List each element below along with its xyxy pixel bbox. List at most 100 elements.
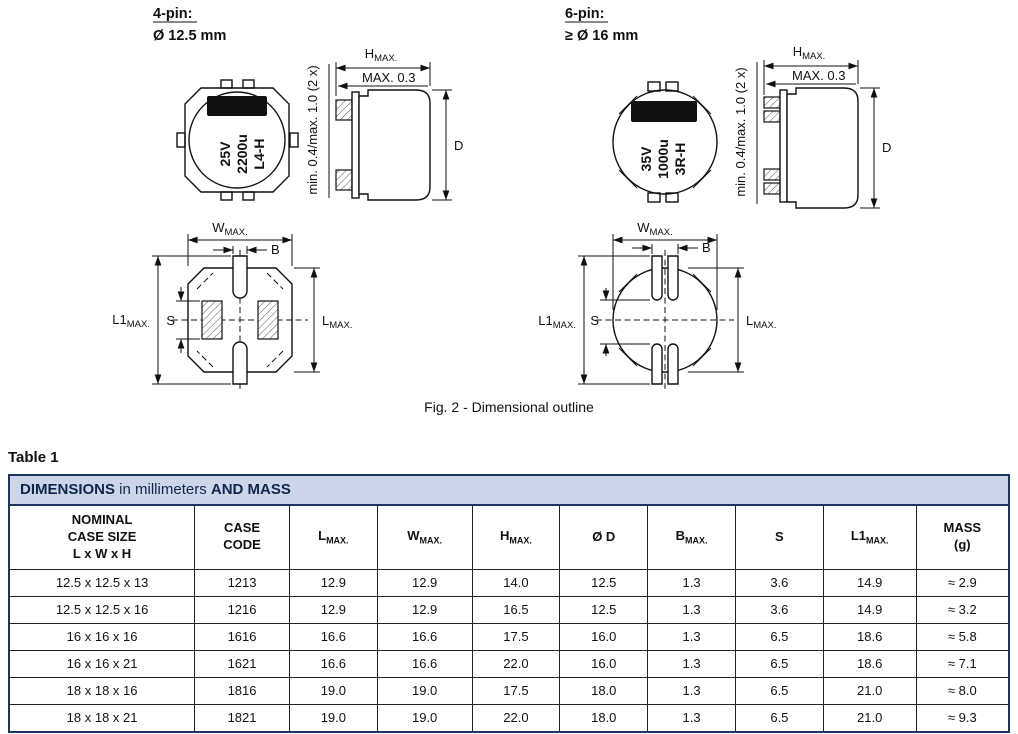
capacitor-case-outline [187,267,293,373]
l1-max-dimension: L1MAX. [112,255,231,385]
table-cell: 18 x 18 x 21 [10,703,196,732]
col-header-b-max: BMAX. [647,506,736,570]
table-cell: 19.0 [376,703,473,732]
table-cell: 16.6 [376,649,473,678]
pin-tab [647,81,661,92]
six-pin-bottom-view: WMAX. B L1MAX. [538,220,776,390]
col-header-l-max: LMAX. [288,506,378,570]
dim-label-l1-max: L1MAX. [538,313,576,331]
table-title-bold-lead: DIMENSIONS [20,481,116,498]
table-cell: 22.0 [471,649,561,678]
dim-label-h-max: HMAX. [793,44,826,62]
table-cell: 12.5 [559,595,649,624]
six-pin-side-view: HMAX. MAX. 0.3 D min. 0.4/max. 1.0 (2 x) [733,44,891,209]
table-cell: 1.3 [647,676,736,705]
table-cell: 12.9 [376,568,473,597]
pin-side [763,168,781,181]
table-cell: 12.9 [288,568,378,597]
table-cell: 1821 [194,703,290,732]
terminal-pad [201,300,223,340]
table-cell: 19.0 [376,676,473,705]
marking-text: L4-H [251,138,267,169]
pin-tab [647,192,661,203]
table-cell: ≈ 3.2 [915,595,1008,624]
table-cell: ≈ 5.8 [915,622,1008,651]
table-cell: 16.0 [559,649,649,678]
table-cell: 1.3 [647,649,736,678]
table-cell: 18 x 18 x 16 [10,676,196,705]
standoff-dimension: min. 0.4/max. 1.0 (2 x) [733,62,758,204]
six-pin-top-view: 35V 1000u 3R-H [612,81,718,203]
l1-max-dimension: L1MAX. [538,255,650,385]
h-max-dimension: HMAX. [335,46,431,96]
dim-label-w-max: WMAX. [212,220,248,238]
dimensional-outline-figure: 4-pin: Ø 12.5 mm 25V 2200u L4-H [112,6,891,415]
col-header-h-max: HMAX. [471,506,561,570]
table-cell: 3.6 [734,568,824,597]
six-pin-label: 6-pin: [565,6,604,22]
four-pin-figure: 4-pin: Ø 12.5 mm 25V 2200u L4-H [112,6,463,390]
l-max-dimension: LMAX. [294,267,352,373]
table-cell: 16.5 [471,595,561,624]
dim-label-standoff: min. 0.4/max. 1.0 (2 x) [733,67,748,196]
base-plate [351,91,360,199]
table-cell: 1216 [194,595,290,624]
table-cell: 1.3 [647,622,736,651]
table-cell: 12.5 [559,568,649,597]
four-pin-side-view: HMAX. MAX. 0.3 D min. 0.4/max. 1.0 [305,46,463,201]
pin-tab [220,79,233,89]
figure-caption: Fig. 2 - Dimensional outline [424,399,594,415]
b-dimension: B [213,242,280,257]
marking-text: 2200u [234,134,250,174]
table-cell: 19.0 [288,676,378,705]
dim-label-d: D [454,138,463,153]
d-dimension: D [432,89,463,201]
pin-side [763,96,781,109]
four-pin-bottom-view: WMAX. B L1MAX. [112,220,352,390]
dimensions-table: DIMENSIONS in millimeters AND MASS NOMIN… [8,474,1010,734]
pin-tab [242,191,255,201]
pin-bottom [667,255,679,301]
max-03-dimension: MAX. 0.3 [338,70,428,90]
table-cell: 19.0 [288,703,378,732]
table-label: Table 1 [8,449,59,466]
capacitor-case-outline [612,267,718,373]
table-title-bar: DIMENSIONS in millimeters AND MASS [10,476,1008,506]
dim-label-l-max: LMAX. [322,313,352,331]
table-cell: 21.0 [822,676,917,705]
table-cell: 6.5 [734,703,824,732]
table-cell: ≈ 8.0 [915,676,1008,705]
table-cell: 1816 [194,676,290,705]
pin-tab [176,132,186,148]
table-cell: 18.6 [822,622,917,651]
table-title-bold-tail: AND MASS [210,481,291,498]
table-cell: 12.5 x 12.5 x 16 [10,595,196,624]
col-header-s: S [734,506,824,570]
pin-side [335,99,353,121]
dimensions-table-grid: NOMINAL CASE SIZE L x W x H CASE CODE LM… [10,506,1008,732]
four-pin-top-view: 25V 2200u L4-H [176,79,299,201]
pin-side [763,110,781,123]
dim-label-d: D [882,140,891,155]
table-cell: 6.5 [734,676,824,705]
pin-tab [220,191,233,201]
pin-bottom [232,341,248,385]
pin-bottom [651,343,663,385]
table-cell: ≈ 7.1 [915,649,1008,678]
table-cell: 1.3 [647,568,736,597]
dim-label-b: B [271,242,280,257]
capacitor-case-outline [184,87,290,193]
table-cell: 6.5 [734,622,824,651]
table-cell: 22.0 [471,703,561,732]
dim-label-standoff: min. 0.4/max. 1.0 (2 x) [305,65,320,194]
dim-label-h-max: HMAX. [365,46,398,64]
base-plate [779,89,788,203]
table-cell: 3.6 [734,595,824,624]
table-cell: 14.9 [822,568,917,597]
dim-label-max03: MAX. 0.3 [792,68,845,83]
table-cell: 1213 [194,568,290,597]
table-cell: ≈ 9.3 [915,703,1008,732]
